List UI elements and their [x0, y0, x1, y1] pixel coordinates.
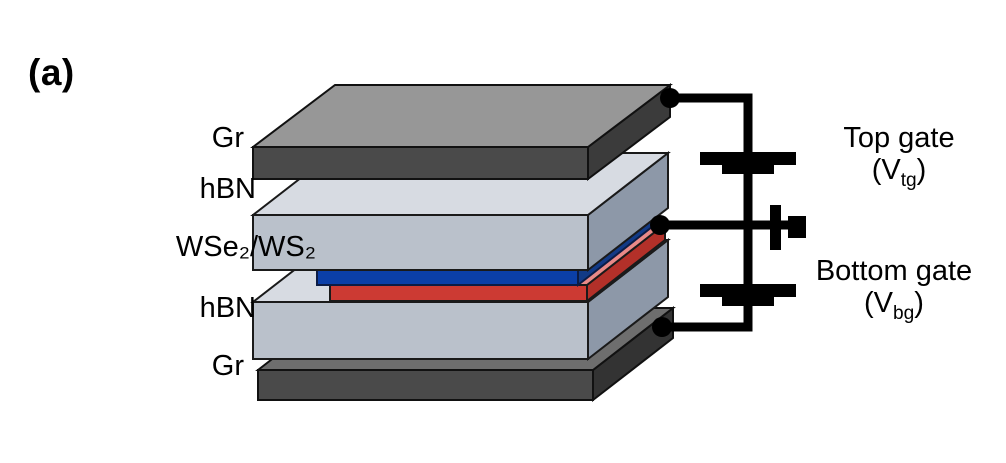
wire-bottom-gate [659, 223, 753, 332]
panel-label: (a) [28, 52, 75, 93]
circuit-wiring [655, 93, 795, 332]
top-gate-voltage-subscript: tg [900, 170, 917, 192]
bottom-gate-label-line1: Bottom gate [815, 255, 973, 287]
contact-bottom-gate [652, 317, 672, 337]
bottom-gate-voltage: (Vbg) [864, 287, 924, 325]
stack-label-gr-top-text: Gr [211, 122, 244, 154]
stack-label-hbn-bottom: hBN [200, 294, 256, 323]
layer-graphene-top [250, 82, 673, 182]
stack-label-tmd-text: WSe₂/WS₂ [175, 231, 316, 263]
stack-label-hbn-top: hBN [200, 175, 256, 204]
stack-label-gr-bottom: Gr [212, 352, 244, 381]
stack-label-gr-bottom-text: Gr [211, 350, 244, 382]
bottom-gate-label: Bottom gate (Vbg) [782, 255, 1006, 325]
wire-top-gate [665, 93, 753, 233]
stack-label-gr-top: Gr [212, 124, 244, 153]
top-gate-label: Top gate (Vtg) [796, 122, 1002, 192]
battery-bottom-gate-icon [700, 284, 796, 306]
top-gate-label-line1: Top gate [843, 122, 955, 154]
contact-top-gate [660, 88, 680, 108]
stack-label-hbn-bottom-text: hBN [199, 292, 256, 324]
contact-sample [650, 215, 670, 235]
stack-label-tmd: WSe₂/WS₂ [176, 233, 316, 262]
stack-label-hbn-top-text: hBN [199, 173, 256, 205]
ground-icon [770, 205, 806, 250]
battery-top-gate-icon [700, 152, 796, 174]
bottom-gate-voltage-subscript: bg [893, 303, 915, 325]
top-gate-voltage: (Vtg) [871, 154, 927, 192]
